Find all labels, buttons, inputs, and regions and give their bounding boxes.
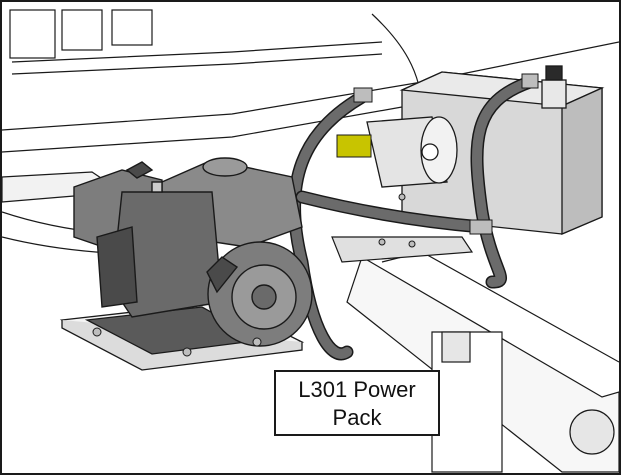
callout-line-1: L301 Power bbox=[298, 377, 416, 402]
hydraulic-fitting bbox=[336, 134, 372, 158]
hydraulic-tank bbox=[399, 65, 605, 235]
mount-bolts bbox=[92, 193, 416, 357]
engine-mount-plate bbox=[59, 301, 305, 371]
hydraulic-hoses bbox=[288, 73, 539, 361]
power-pack-callout: L301 Power Pack bbox=[274, 370, 440, 436]
gas-engine bbox=[73, 157, 313, 347]
callout-line-2: Pack bbox=[332, 405, 382, 430]
tongue-frame bbox=[331, 236, 619, 473]
filter-canister bbox=[366, 116, 458, 188]
